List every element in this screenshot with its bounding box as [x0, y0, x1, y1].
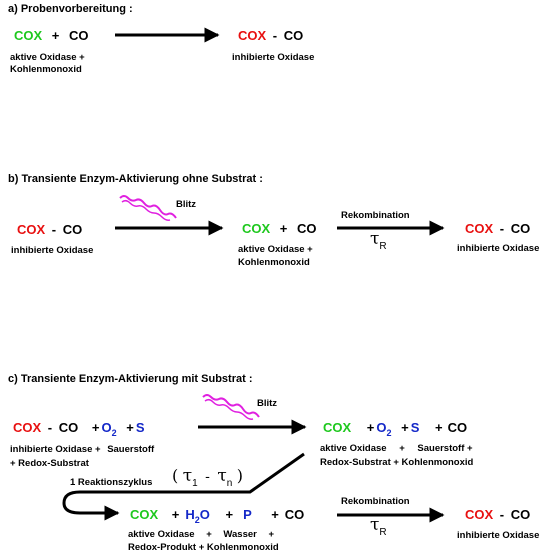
reaction-cycle-label: 1 Reaktionszyklus [70, 477, 153, 488]
co-label: CO [69, 28, 89, 43]
cox-label: COX [14, 28, 43, 43]
reactant-b: COX - CO [17, 222, 83, 237]
arrow-reaction-cycle [62, 452, 305, 521]
reactant-a: COX + CO [14, 28, 89, 43]
flash-squiggle-c [202, 394, 260, 418]
section-b-heading: b) Transiente Enzym-Aktivierung ohne Sub… [8, 173, 263, 185]
section-c-heading: c) Transiente Enzym-Aktivierung mit Subs… [8, 373, 253, 385]
recomb-label-c: Rekombination [341, 496, 410, 507]
flash-squiggle-b [119, 195, 177, 219]
reactant-c: COX - CO +O2 +S [13, 420, 145, 438]
product-b: COX - CO [465, 221, 531, 236]
flash-label-c: Blitz [257, 398, 278, 409]
section-a-heading: a) Probenvorbereitung : [8, 3, 133, 15]
intermediate-c: COX +O2 +S +CO [323, 420, 468, 438]
tau-r-c: τR [370, 515, 387, 538]
intermediate-b: COX + CO [242, 221, 317, 236]
flash-squiggle-b-2 [121, 199, 171, 221]
recomb-label-b: Rekombination [341, 210, 410, 221]
products-c: COX +H2O +P +CO [130, 507, 305, 525]
flash-squiggle-c-2 [204, 398, 254, 420]
product-a: COX - CO [238, 28, 304, 43]
product-c: COX - CO [465, 507, 531, 522]
flash-label-b: Blitz [176, 199, 197, 210]
reaction-cycle-tau: ( τ1 - τn ) [172, 466, 243, 489]
tau-r-b: τR [370, 229, 387, 252]
